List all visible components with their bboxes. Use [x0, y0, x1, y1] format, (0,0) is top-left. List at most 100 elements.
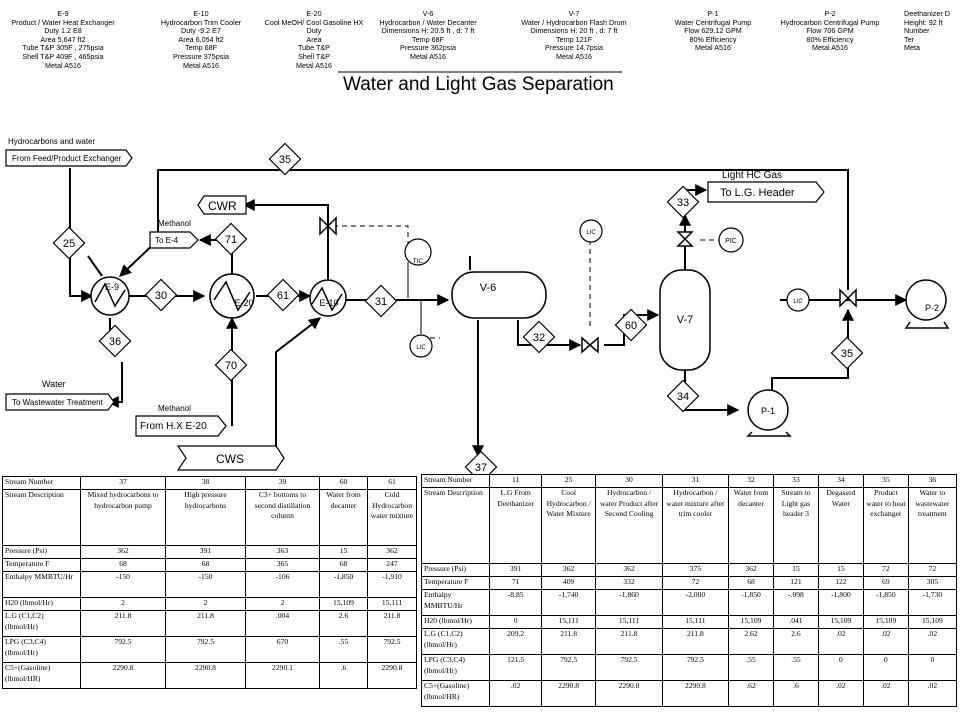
table-cell: 72 [907, 563, 958, 577]
p2-label: P-2 [925, 303, 939, 313]
label-from-hx: From H.X E-20 [140, 421, 207, 432]
table-cell: 2.6 [772, 628, 819, 655]
table-cell: 211.8 [595, 628, 663, 655]
spec-line: Metal A516 [183, 60, 219, 70]
table-cell: 11 [489, 474, 542, 488]
spec-line: Dimensions H: 20.5 ft , d: 7 ft [381, 26, 475, 36]
stream-71: 71 [225, 234, 237, 246]
table-cell: L.G From Deethanizer [489, 487, 542, 564]
table-cell: -2,000 [661, 589, 730, 616]
stream-32: 32 [533, 332, 545, 344]
table-cell: .02 [862, 628, 909, 655]
e20-label: E-20 [234, 298, 253, 308]
table-cell: 37 [80, 476, 166, 490]
stream-35b: 35 [841, 348, 853, 360]
label-to-wastewater: To Wastewater Treatment [12, 398, 104, 407]
table-cell: 68 [728, 576, 774, 590]
spec-line: Duty [306, 26, 322, 36]
valve-pic [676, 231, 694, 247]
connector-from-feed [5, 149, 133, 167]
table-cell: .55 [319, 636, 368, 663]
spec-line: Area 6,054 ft2 [178, 34, 224, 44]
label-methanol-1: Methanol [158, 219, 191, 228]
spec-line: Meta [904, 43, 920, 53]
stream-tag-32 [522, 320, 556, 354]
table-cell: .6 [772, 680, 819, 707]
pump-p2 [905, 279, 947, 321]
exchanger-e10 [309, 279, 347, 317]
pic-label: PIC [725, 238, 737, 245]
spec-line: Shell T&P [298, 51, 330, 61]
spec-line: Duty -9.2 E7 [181, 26, 221, 36]
table-cell: 332 [595, 576, 663, 590]
table-cell: .6 [319, 662, 368, 689]
table-cell: 36 [907, 474, 958, 488]
lic-2-label: LIC [416, 345, 426, 351]
table-cell: 0 [907, 654, 958, 681]
row-label: L.G (C1,C2) (lbmol/Hr) [420, 628, 491, 655]
spec-line: Hydrocarbon / Water Decanter [379, 17, 477, 27]
stream-30: 30 [155, 290, 167, 302]
spec-line: Flow 629.12 GPM [684, 26, 742, 36]
row-label: Stream Number [420, 474, 491, 488]
spec-line: V-7 [568, 9, 580, 18]
table-cell: High pressure hydrocarbons [165, 489, 246, 546]
stream-tag-61 [266, 278, 300, 312]
table-cell: Water from decanter [728, 487, 774, 564]
table-cell: 35 [862, 474, 909, 488]
spec-line: Temp 68F [185, 43, 217, 53]
vessel-v7 [659, 269, 711, 371]
table-cell: -1,740 [540, 589, 597, 616]
spec-line: Metal A516 [296, 60, 332, 70]
table-cell: 375 [661, 563, 730, 577]
label-to-e4: To E-4 [155, 236, 179, 245]
table-cell: .02 [817, 628, 864, 655]
spec-line: Cool MeOH/ Cool Gasoline HX [264, 17, 364, 27]
table-cell: -150 [80, 571, 166, 598]
table-cell: 209.2 [489, 628, 542, 655]
connector-cwr [197, 195, 247, 215]
stream-tag-25 [52, 226, 86, 260]
spec-line: Number [904, 26, 930, 36]
spec-line: Area 5,647 ft2 [40, 34, 86, 44]
row-label: Pressure (Psi) [2, 545, 81, 559]
stream-25: 25 [63, 238, 75, 250]
table-cell: 61 [367, 476, 417, 490]
spec-line: Pressure 14.7psia [545, 43, 603, 53]
spec-line: Metal A516 [812, 43, 848, 53]
table-cell: 15 [319, 545, 368, 559]
spec-line: V-6 [422, 9, 434, 18]
connector-cws [176, 445, 285, 471]
spec-line: Metal A516 [556, 51, 592, 61]
tic-label: TIC [413, 258, 424, 265]
table-cell: Hydrocarbon / water Product after Second… [595, 487, 663, 564]
table-cell: 362 [80, 545, 166, 559]
table-cell: Degassed Water [817, 487, 864, 564]
table-cell: 0 [817, 654, 864, 681]
table-cell: .02 [907, 680, 958, 707]
table-cell: 71 [489, 576, 542, 590]
table-cell: 792.5 [595, 654, 663, 681]
table-cell: Product water to heat exchanger [862, 487, 909, 564]
table-cell: 2 [80, 597, 166, 611]
spec-line: Pressure 362psia [400, 43, 456, 53]
stream-tag-31 [364, 284, 398, 318]
table-cell: 15 [772, 563, 819, 577]
table-cell: 38 [165, 476, 246, 490]
table-cell: 30 [595, 474, 663, 488]
table-cell: 33 [772, 474, 819, 488]
instrument-lic-1 [579, 219, 603, 243]
row-label: Stream Description [420, 487, 491, 564]
stream-tag-30 [144, 278, 178, 312]
table-cell: -1,730 [907, 589, 958, 616]
table-cell: 365 [245, 558, 320, 572]
row-label: Stream Number [2, 476, 81, 490]
